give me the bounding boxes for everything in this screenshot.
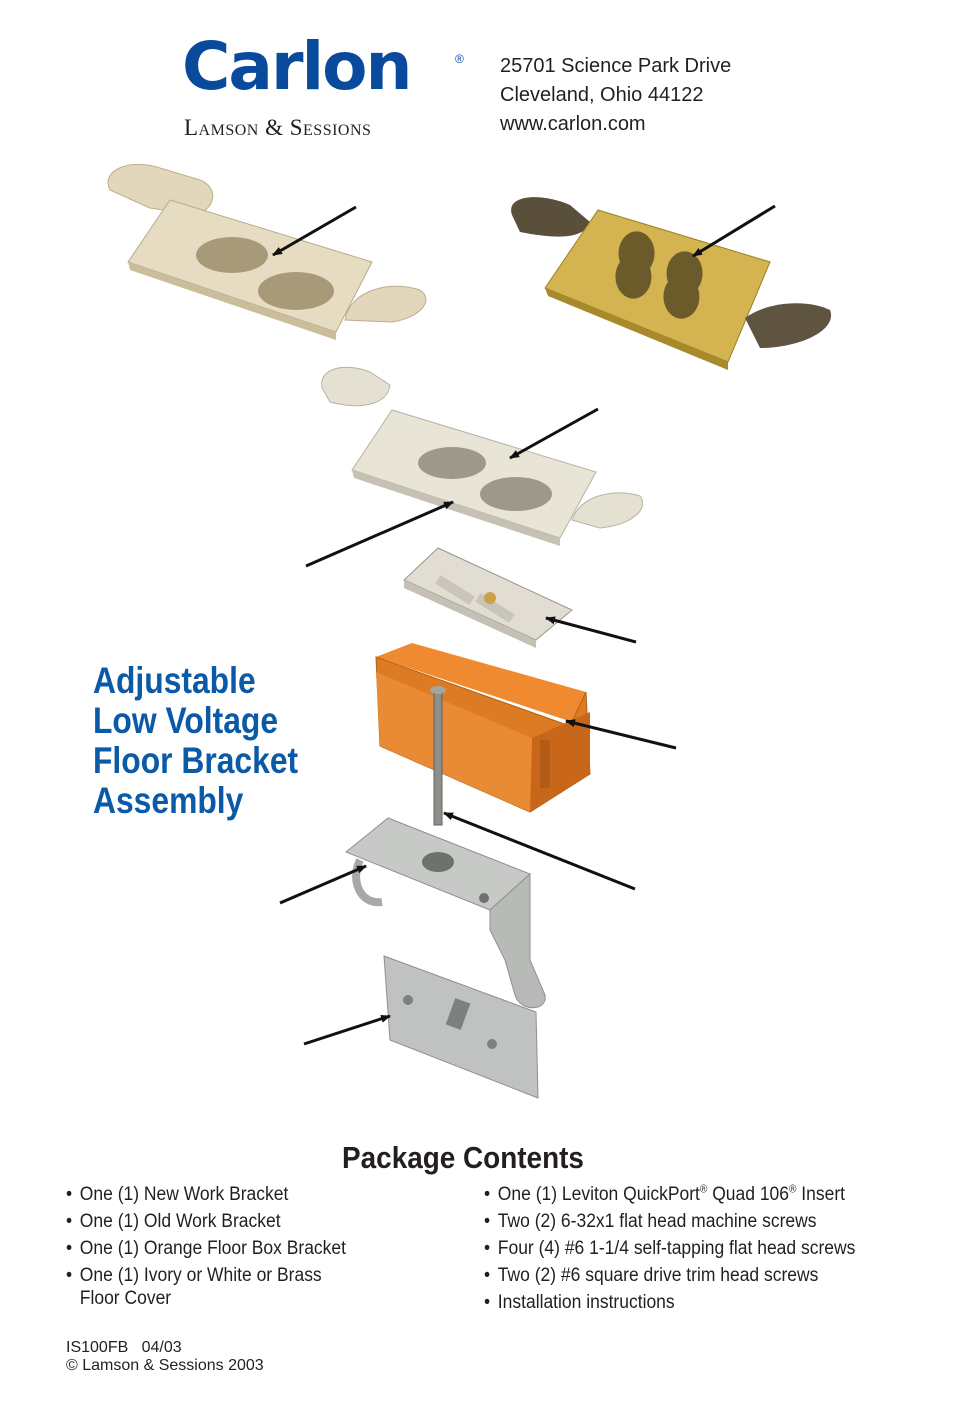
title-line-1: Adjustable <box>93 660 256 701</box>
arrow-insert <box>545 616 637 644</box>
arrow-ivory-cover <box>272 205 357 257</box>
list-item: One (1) New Work Bracket <box>66 1181 346 1208</box>
carlon-logo: Carlon <box>182 28 412 105</box>
package-contents-heading: Package Contents <box>342 1140 584 1175</box>
ivory-floor-cover <box>107 164 427 340</box>
registered-mark: ® <box>699 1183 708 1196</box>
footer: IS100FB 04/03 © Lamson & Sessions 2003 <box>66 1339 264 1375</box>
list-item-text: One (1) Ivory or White or Brass <box>79 1265 322 1286</box>
old-work-bracket <box>383 955 539 1099</box>
arrow-screw <box>443 811 636 891</box>
address-line-street: 25701 Science Park Drive <box>500 55 732 77</box>
middle-floor-cover <box>321 366 643 546</box>
arrow-new-work-bracket <box>279 864 367 905</box>
arrow-middle-cover-upper <box>509 407 599 460</box>
list-item: One (1) Leviton QuickPort® Quad 106® Ins… <box>484 1181 855 1208</box>
list-item-continuation: Floor Cover <box>79 1288 172 1309</box>
machine-screw <box>430 686 446 826</box>
package-list-right: One (1) Leviton QuickPort® Quad 106® Ins… <box>484 1181 855 1316</box>
new-work-bracket <box>345 817 546 1009</box>
list-item: One (1) Old Work Bracket <box>66 1208 346 1235</box>
arrow-floor-box <box>565 719 677 750</box>
arrow-brass-cover <box>692 204 776 258</box>
document-code: IS100FB 04/03 <box>66 1339 182 1356</box>
item-text: Quad 106 <box>707 1184 789 1205</box>
quad-insert <box>403 547 573 648</box>
item-text: Insert <box>796 1184 846 1205</box>
brass-floor-cover <box>511 197 832 370</box>
list-item: Two (2) #6 square drive trim head screws <box>484 1262 855 1289</box>
package-list-left: One (1) New Work Bracket One (1) Old Wor… <box>66 1181 346 1310</box>
list-item: One (1) Ivory or White or Brass Floor Co… <box>66 1262 346 1310</box>
list-item: Four (4) #6 1-1/4 self-tapping flat head… <box>484 1235 855 1262</box>
list-item: Two (2) 6-32x1 flat head machine screws <box>484 1208 855 1235</box>
arrow-old-work-bracket <box>303 1014 391 1046</box>
orange-floor-box <box>375 643 591 813</box>
title-line-4: Assembly <box>93 780 244 821</box>
address-line-website: www.carlon.com <box>500 113 646 135</box>
company-address: 25701 Science Park Drive Cleveland, Ohio… <box>500 52 731 139</box>
lamson-sessions-logo: Lamson & Sessions <box>184 115 372 140</box>
registered-mark: ® <box>455 52 464 66</box>
callout-arrows <box>272 204 776 1046</box>
product-title: Adjustable Low Voltage Floor Bracket Ass… <box>93 661 298 821</box>
registered-mark: ® <box>788 1183 797 1196</box>
copyright: © Lamson & Sessions 2003 <box>66 1357 264 1374</box>
arrow-middle-cover-lower <box>305 500 454 568</box>
title-line-3: Floor Bracket <box>93 740 299 781</box>
list-item: One (1) Orange Floor Box Bracket <box>66 1235 346 1262</box>
address-line-city: Cleveland, Ohio 44122 <box>500 84 704 106</box>
list-item: Installation instructions <box>484 1289 855 1316</box>
item-text: One (1) Leviton QuickPort <box>497 1184 700 1205</box>
title-line-2: Low Voltage <box>93 700 279 741</box>
